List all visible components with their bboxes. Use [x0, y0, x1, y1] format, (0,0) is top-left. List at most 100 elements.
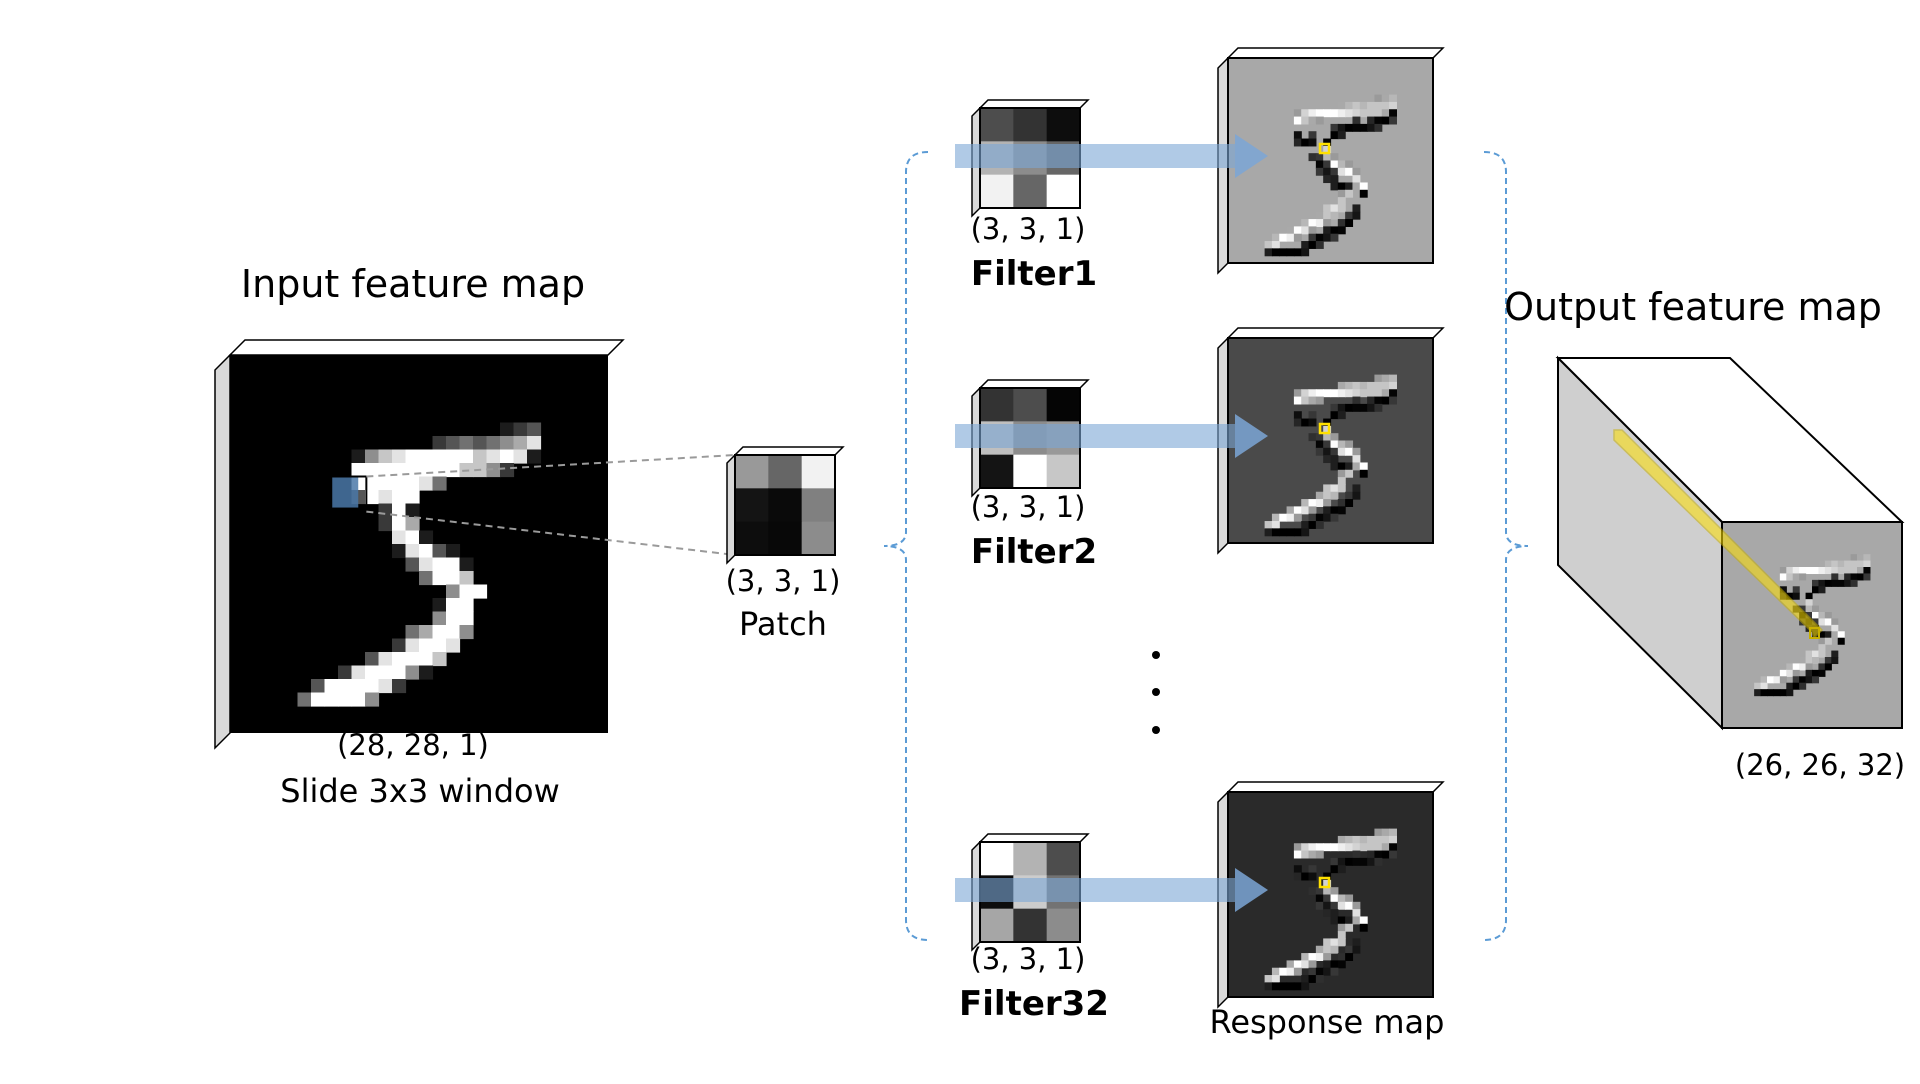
response-pixel	[1330, 894, 1339, 903]
response-pixel	[1323, 138, 1332, 147]
response-pixel	[1293, 389, 1302, 398]
response-pixel	[1330, 123, 1339, 132]
response-pixel	[1337, 953, 1346, 961]
response-pixel	[1779, 573, 1787, 581]
response-pixel	[1286, 248, 1295, 257]
digit-pixel	[338, 679, 353, 694]
response-pixel	[1315, 894, 1324, 903]
response-pixel	[1779, 586, 1787, 594]
response-pixel	[1773, 676, 1781, 684]
response-pixel	[1359, 857, 1368, 866]
response-map-1-digit	[1264, 94, 1397, 257]
response-pixel	[1824, 618, 1832, 626]
response-pixel	[1831, 579, 1839, 587]
response-pixel	[1323, 425, 1332, 434]
response-pixel	[1773, 689, 1781, 697]
response-pixel	[1301, 389, 1310, 398]
response-pixel	[1799, 682, 1807, 690]
response-pixel	[1323, 204, 1332, 213]
response-pixel	[1345, 953, 1354, 961]
response-pixel	[1315, 241, 1324, 249]
response-pixel	[1381, 850, 1390, 859]
digit-pixel	[486, 449, 501, 464]
response-pixel	[1323, 499, 1332, 507]
response-pixel	[1345, 219, 1354, 227]
response-map-2-marker	[1318, 422, 1331, 435]
filter2-grid-cell	[980, 388, 1014, 422]
digit-pixel	[419, 652, 434, 667]
response-pixel	[1293, 843, 1302, 852]
response-pixel	[1374, 374, 1383, 383]
response-pixel	[1330, 513, 1339, 522]
response-pixel	[1337, 189, 1346, 198]
response-pixel	[1323, 894, 1332, 903]
response-pixel	[1323, 447, 1332, 456]
digit-pixel	[500, 449, 515, 464]
digit-pixel	[459, 436, 474, 451]
response-pixel	[1293, 248, 1302, 257]
response-pixel	[1844, 573, 1852, 581]
digit-pixel	[351, 692, 366, 707]
digit-pixel	[405, 625, 420, 640]
response-map-1-slab-top	[1226, 47, 1445, 59]
digit-pixel	[405, 530, 420, 545]
response-pixel	[1792, 586, 1800, 594]
response-pixel	[1345, 499, 1354, 507]
response-pixel	[1271, 241, 1280, 249]
response-pixel	[1308, 116, 1317, 125]
digit-pixel	[351, 463, 366, 478]
response-pixel	[1381, 94, 1390, 103]
digit-pixel	[378, 463, 393, 478]
response-pixel	[1293, 506, 1302, 515]
response-pixel	[1831, 618, 1839, 626]
response-pixel	[1323, 167, 1332, 176]
response-pixel	[1352, 938, 1361, 947]
response-pixel	[1264, 975, 1273, 983]
response-pixel	[1308, 975, 1317, 983]
response-pixel	[1323, 938, 1332, 947]
response-pixel	[1293, 226, 1302, 235]
response-pixel	[1301, 418, 1310, 427]
response-pixel	[1352, 835, 1361, 844]
response-pixel	[1323, 233, 1332, 242]
response-pixel	[1323, 506, 1332, 515]
response-pixel	[1389, 389, 1397, 398]
digit-pixel	[392, 449, 407, 464]
response-pixel	[1337, 411, 1346, 420]
response-pixel	[1315, 440, 1324, 449]
filter2-arrow-shaft	[955, 424, 1235, 448]
patch-grid-cell	[768, 488, 803, 523]
digit-pixel	[446, 449, 461, 464]
response-pixel	[1824, 612, 1832, 620]
response-pixel	[1863, 560, 1871, 568]
patch-slab-top	[733, 446, 845, 456]
response-pixel	[1315, 901, 1324, 910]
response-pixel	[1359, 389, 1368, 398]
digit-pixel	[311, 692, 326, 707]
response-pixel	[1352, 116, 1361, 125]
digit-pixel	[446, 625, 461, 640]
response-pixel	[1315, 153, 1324, 162]
response-pixel	[1286, 967, 1295, 976]
digit-pixel	[419, 530, 434, 545]
response-pixel	[1293, 116, 1302, 125]
response-pixel	[1367, 403, 1376, 412]
digit-pixel	[459, 557, 474, 572]
response-pixel	[1330, 167, 1339, 176]
digit-pixel	[392, 490, 407, 505]
response-pixel	[1818, 560, 1826, 568]
response-pixel	[1831, 573, 1839, 581]
digit-pixel	[432, 476, 447, 491]
patch-grid-border	[734, 454, 836, 556]
response-pixel	[1812, 618, 1820, 626]
digit-pixel	[365, 679, 380, 694]
response-pixel	[1264, 241, 1273, 249]
response-pixel	[1805, 605, 1813, 613]
filter2-grid-cell	[1013, 388, 1048, 422]
response-pixel	[1799, 567, 1807, 575]
response-pixel	[1352, 462, 1361, 471]
response-pixel	[1323, 872, 1332, 881]
response-map-3-slab-top	[1226, 781, 1445, 793]
